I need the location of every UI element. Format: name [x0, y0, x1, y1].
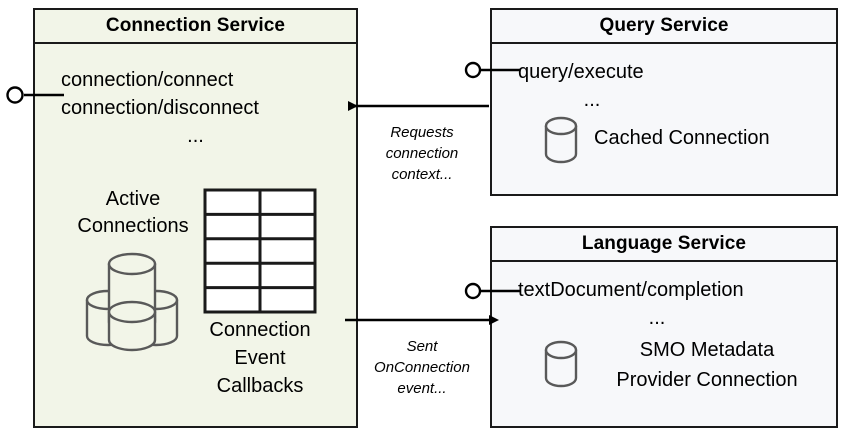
query-service-title: Query Service [492, 10, 836, 44]
component-query-service[interactable]: Query Service query/execute ... Cached C… [490, 8, 838, 196]
component-connection-service[interactable]: Connection Service connection/connect co… [33, 8, 358, 428]
query-service-body: query/execute ... Cached Connection [492, 44, 836, 194]
connection-event-callbacks-line2: Event [234, 347, 286, 369]
connection-service-endpoint-ellipsis: ... [187, 125, 204, 147]
language-interface-lollipop[interactable] [464, 282, 520, 300]
connection-event-callbacks-line3: Callbacks [216, 375, 304, 397]
table-grid-icon [203, 188, 317, 314]
connection-service-title: Connection Service [35, 10, 356, 44]
language-service-endpoint-completion: textDocument/completion [518, 279, 744, 301]
connection-event-callbacks-line1: Connection [209, 319, 311, 341]
smo-metadata-label-line1: SMO Metadata [639, 339, 775, 361]
query-interface-lollipop[interactable] [464, 61, 520, 79]
database-cylinder-icon-cached [544, 116, 578, 164]
smo-metadata-label-line2: Provider Connection [616, 369, 798, 391]
connector-label-sent-line2: OnConnection [374, 359, 470, 376]
query-service-endpoint-execute: query/execute [518, 61, 644, 83]
connection-interface-lollipop[interactable] [6, 86, 65, 104]
connection-service-endpoint-connect: connection/connect [61, 69, 234, 91]
query-service-endpoint-ellipsis: ... [583, 89, 601, 111]
connector-label-requests-line3: context... [391, 166, 453, 183]
active-connections-label-line1: Active [105, 188, 161, 210]
connection-service-endpoint-disconnect: connection/disconnect [61, 97, 259, 119]
connector-label-sent-line1: Sent [406, 338, 438, 355]
cached-connection-label: Cached Connection [594, 127, 770, 149]
connector-label-requests-line2: connection [385, 145, 459, 162]
connector-label-sent-line3: event... [397, 380, 447, 397]
component-language-service[interactable]: Language Service textDocument/completion… [490, 226, 838, 428]
language-service-endpoint-ellipsis: ... [648, 307, 666, 329]
database-cylinder-icon-smo [544, 340, 578, 388]
active-connections-label-line2: Connections [77, 215, 189, 237]
language-service-title: Language Service [492, 228, 836, 262]
connection-service-body: connection/connect connection/disconnect… [35, 44, 356, 426]
database-cluster-icon [85, 252, 179, 352]
connector-label-requests-line1: Requests [390, 124, 454, 141]
language-service-body: textDocument/completion ... SMO Metadata… [492, 262, 836, 426]
